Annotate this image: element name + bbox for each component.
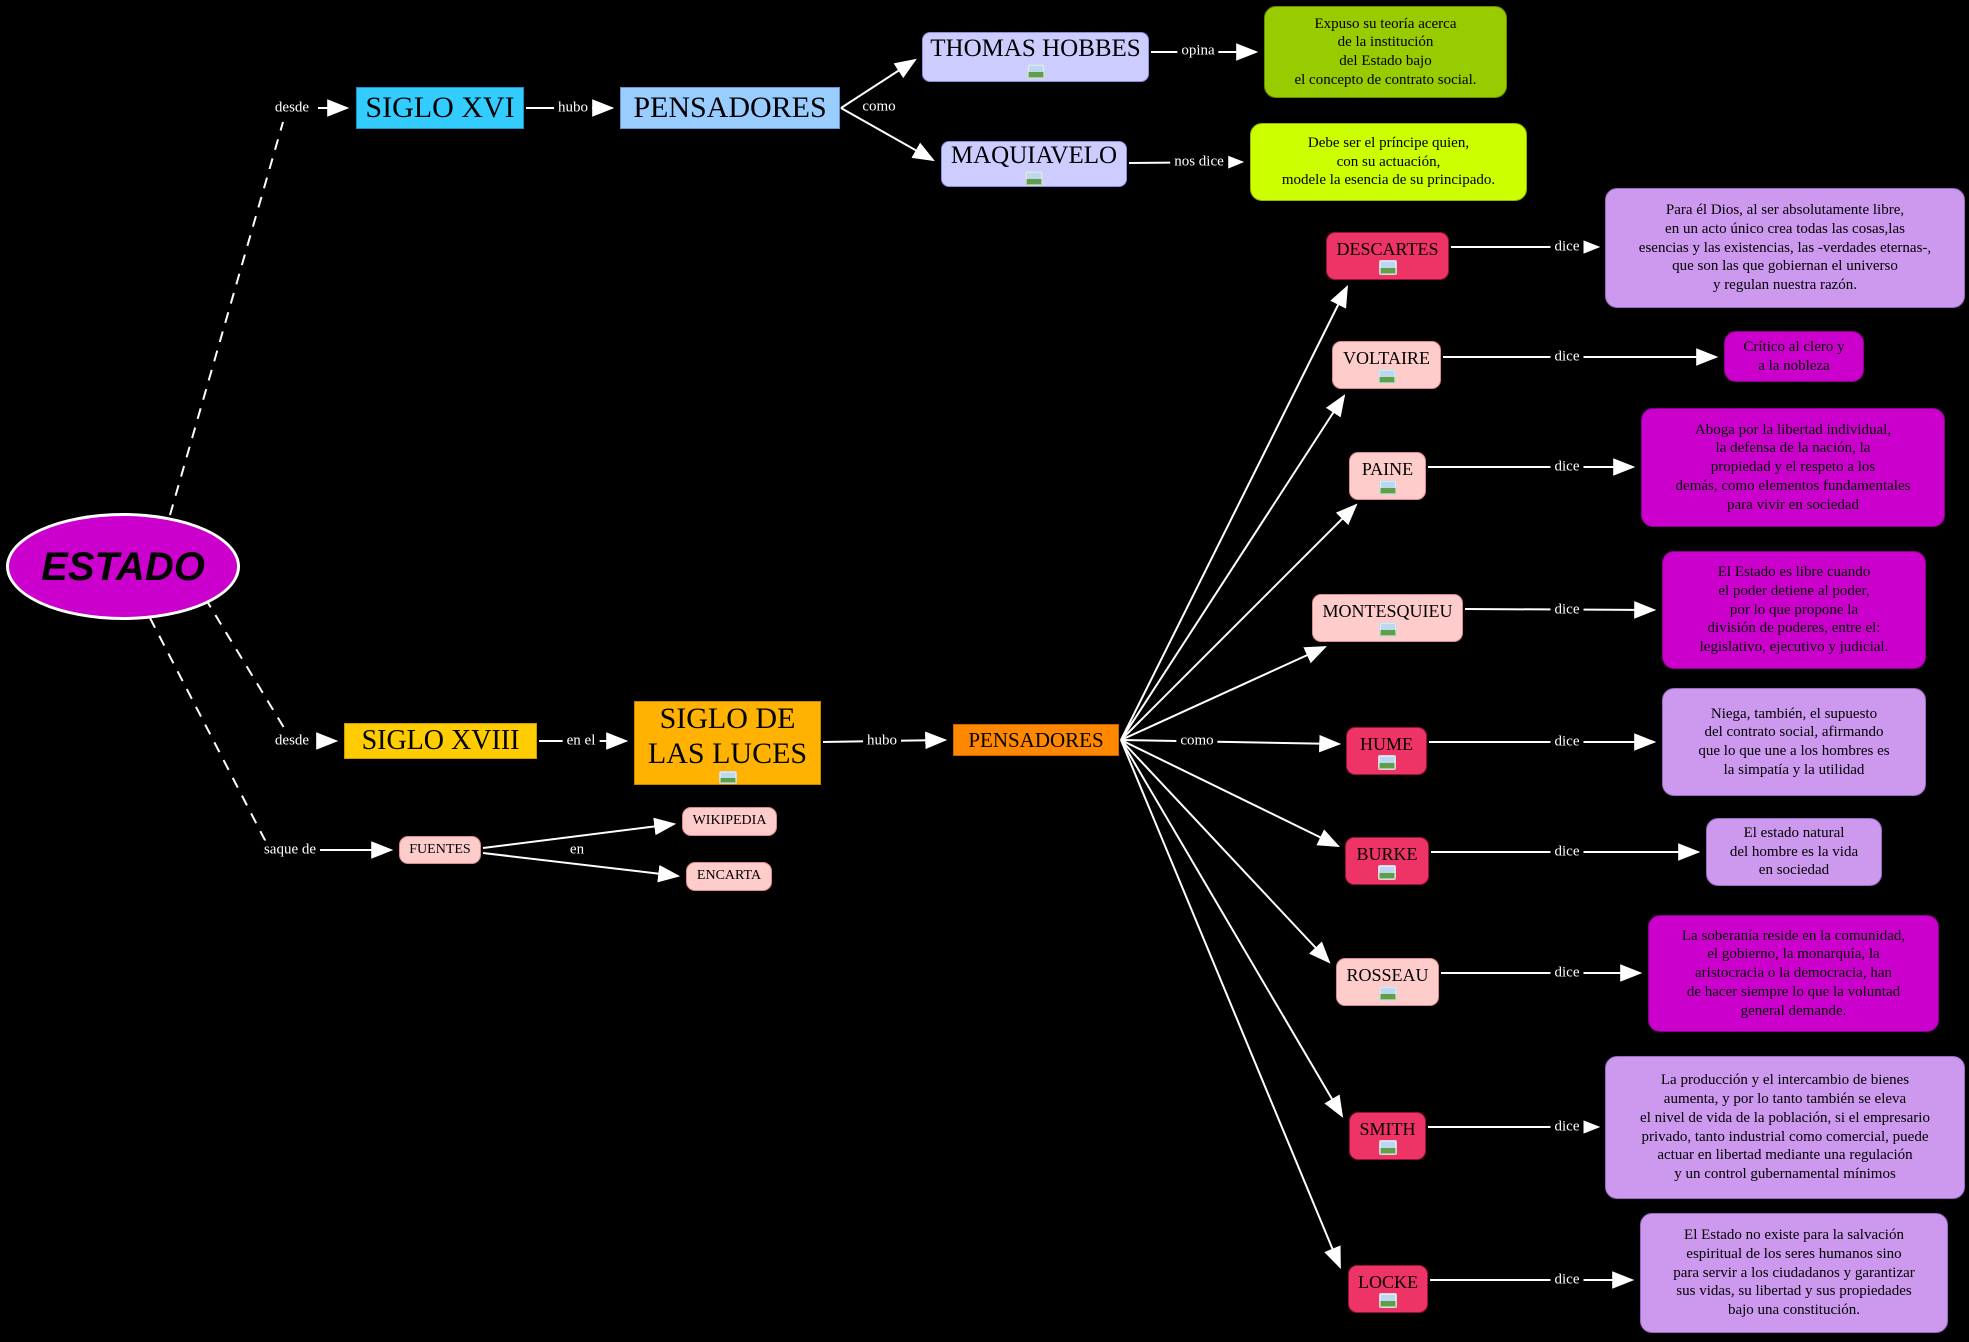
node-label: HUME [1360,733,1413,754]
edge-label-dice-montesquieu: dice [1550,600,1584,620]
node-maquiavelo[interactable]: MAQUIAVELO [941,141,1127,187]
node-label: THOMAS HOBBES [930,35,1141,63]
edge-label-dice-burke: dice [1550,842,1584,862]
edge-label-en-el: en el [562,731,600,751]
node-label: MONTESQUIEU [1322,600,1453,621]
node-label: PENSADORES [968,727,1104,752]
edge-label-hubo-xvi: hubo [554,98,592,118]
edge-label-como-xvi: como [858,97,900,117]
edge-label-nos-dice: nos dice [1170,152,1228,172]
node-voltaire[interactable]: VOLTAIRE [1332,341,1441,389]
edge-label-dice-voltaire: dice [1550,347,1584,367]
node-smith-quote[interactable]: La producción y el intercambio de bienes… [1605,1056,1965,1199]
node-locke-quote[interactable]: El Estado no existe para la salvación es… [1640,1213,1948,1333]
node-fuentes[interactable]: FUENTES [399,836,481,864]
node-label: ENCARTA [696,868,762,884]
node-smith[interactable]: SMITH [1349,1112,1426,1160]
edge-label-saque-de: saque de [259,840,321,860]
node-wikipedia[interactable]: WIKIPEDIA [682,807,777,836]
node-label: SIGLO DE LAS LUCES [647,702,808,770]
edge-label-opina: opina [1177,41,1219,61]
node-label: SIGLO XVIII [361,724,520,756]
edge-label-desde-xviii: desde [270,731,314,751]
resource-icon[interactable] [1026,63,1045,79]
resource-icon[interactable] [1378,986,1397,1002]
node-label: DESCARTES [1336,238,1439,259]
resource-icon[interactable] [1378,1140,1397,1156]
resource-icon[interactable] [1379,1293,1397,1309]
edge-label-como-luces: como [1176,731,1218,751]
edge-label-hubo-luces: hubo [863,731,901,751]
node-burke-quote[interactable]: El estado natural del hombre es la vida … [1706,818,1882,886]
edge-label-dice-locke: dice [1550,1270,1584,1290]
resource-icon[interactable] [718,771,737,784]
resource-icon[interactable] [1025,170,1043,186]
node-hume[interactable]: HUME [1346,727,1427,775]
node-label: VOLTAIRE [1343,347,1430,368]
node-label: BURKE [1356,843,1418,864]
node-encarta[interactable]: ENCARTA [686,862,772,891]
resource-icon[interactable] [1378,260,1397,276]
node-label: ESTADO [41,544,205,589]
edge-label-dice-smith: dice [1550,1117,1584,1137]
node-siglo-xviii[interactable]: SIGLO XVIII [344,723,537,759]
node-label: PENSADORES [633,90,827,124]
node-maquiavelo-quote[interactable]: Debe ser el príncipe quien, con su actua… [1250,123,1527,201]
node-label: LOCKE [1358,1271,1418,1292]
node-hume-quote[interactable]: Niega, también, el supuesto del contrato… [1662,688,1926,796]
node-label: SIGLO XVI [365,90,515,124]
node-thomas-hobbes[interactable]: THOMAS HOBBES [922,32,1149,82]
node-descartes-quote[interactable]: Para él Dios, al ser absolutamente libre… [1605,188,1965,308]
edge-label-dice-rosseau: dice [1550,963,1584,983]
node-burke[interactable]: BURKE [1345,837,1429,885]
resource-icon[interactable] [1378,622,1397,638]
node-locke[interactable]: LOCKE [1348,1265,1428,1313]
resource-icon[interactable] [1377,755,1396,771]
node-voltaire-quote[interactable]: Crítico al clero y a la nobleza [1724,331,1864,382]
resource-icon[interactable] [1377,369,1396,385]
node-siglo-de-las-luces[interactable]: SIGLO DE LAS LUCES [634,701,821,785]
edge-label-dice-hume: dice [1550,732,1584,752]
node-estado[interactable]: ESTADO [6,513,240,620]
node-label: MAQUIAVELO [950,142,1118,170]
node-label: PAINE [1361,458,1414,479]
resource-icon[interactable] [1378,865,1396,881]
node-paine[interactable]: PAINE [1349,452,1426,500]
node-rosseau-quote[interactable]: La soberanía reside en la comunidad, el … [1648,915,1939,1032]
edge-label-dice-paine: dice [1550,457,1584,477]
node-label: FUENTES [409,841,471,857]
node-pensadores-bottom[interactable]: PENSADORES [953,724,1119,756]
node-label: ROSSEAU [1346,964,1429,985]
edge-label-en: en [565,840,589,860]
node-hobbes-quote[interactable]: Expuso su teoría acerca de la institució… [1264,6,1507,98]
resource-icon[interactable] [1378,480,1397,496]
node-label: WIKIPEDIA [692,813,767,829]
edge-label-desde-xvi: desde [270,98,314,118]
node-rosseau[interactable]: ROSSEAU [1336,958,1439,1006]
node-descartes[interactable]: DESCARTES [1326,232,1449,280]
edge-label-dice-descartes: dice [1550,237,1584,257]
node-montesquieu-quote[interactable]: El Estado es libre cuando el poder detie… [1662,551,1926,669]
node-montesquieu[interactable]: MONTESQUIEU [1312,594,1463,642]
node-paine-quote[interactable]: Aboga por la libertad individual, la def… [1641,408,1945,527]
node-label: SMITH [1359,1118,1416,1139]
node-siglo-xvi[interactable]: SIGLO XVI [356,87,524,129]
node-pensadores-top[interactable]: PENSADORES [620,87,840,129]
